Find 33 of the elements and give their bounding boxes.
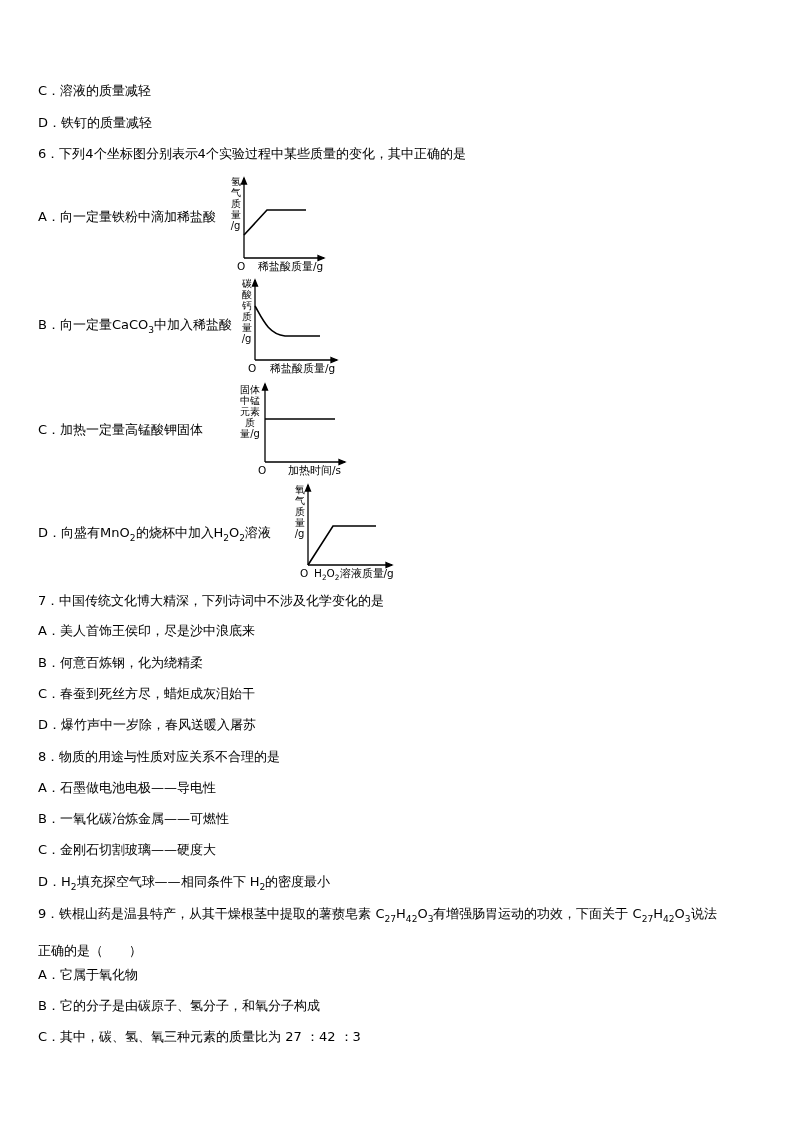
axis-label: 稀盐酸质量/g [258,260,324,272]
option-text: D．H$_{2}$填充探空气球——相同条件下 H$_{2}$的密度最小 [38,873,331,894]
axis-label: H$_{2}$O$_{2}$溶液质量/g [314,567,394,585]
option-text: C．金刚石切割玻璃——硬度大 [38,841,217,859]
axis-label: 稀盐酸质量/g [270,362,336,374]
option-text: C．春蚕到死丝方尽，蜡炬成灰泪始干 [38,685,256,703]
axis-label: 加热时间/s [288,464,341,476]
origin-label: O [248,362,257,374]
question-text: 7．中国传统文化博大精深，下列诗词中不涉及化学变化的是 [38,592,385,610]
axis-label: 氢气质量/g [230,176,241,231]
origin-label: O [258,464,267,476]
axis-label: 氧气质量/g [294,484,305,539]
question-text: 6．下列4个坐标图分别表示4个实验过程中某些质量的变化，其中正确的是 [38,145,466,163]
option-text: C．其中，碳、氢、氧三种元素的质量比为 27 ：42 ：3 [38,1028,361,1046]
question-text: 9．铁棍山药是温县特产，从其干燥根茎中提取的薯蓣皂素 C$_{27}$H$_{42}$O$_{3}$有增强肠胃运动的功效，下面关于 C$_{27}$H$_{42}$O$_{3}$说法正确的是（ ） [38,905,718,960]
option-text: C．加热一定量高锰酸钾固体 [38,421,204,439]
option-text: B．它的分子是由碳原子、氢分子，和氧分子构成 [38,997,320,1015]
option-text: A．石墨做电池电极——导电性 [38,779,216,797]
axis-label: 固体中锰元素质量/g [239,384,261,439]
origin-label: O [237,260,246,272]
option-text: A．向一定量铁粉中滴加稀盐酸 [38,208,216,226]
question-text: 8．物质的用途与性质对应关系不合理的是 [38,748,281,766]
option-text: C．溶液的质量减轻 [38,82,152,100]
option-text: D．向盛有MnO$_{2}$的烧杯中加入H$_{2}$O$_{2}$溶液 [38,524,272,545]
option-text: B．一氧化碳冶炼金属——可燃性 [38,810,229,828]
option-text: B．向一定量CaCO$_{3}$中加入稀盐酸 [38,316,233,337]
option-text: D．爆竹声中一岁除，春风送暖入屠苏 [38,716,256,734]
option-text: B．何意百炼钢，化为绕精柔 [38,654,203,672]
option-text: D．铁钉的质量减轻 [38,114,152,132]
option-text: A．美人首饰王侯印，尽是沙中浪底来 [38,622,255,640]
option-text: A．它属于氧化物 [38,966,138,984]
axis-label: 碳酸钙质量/g [241,278,252,344]
origin-label: O [300,567,309,579]
